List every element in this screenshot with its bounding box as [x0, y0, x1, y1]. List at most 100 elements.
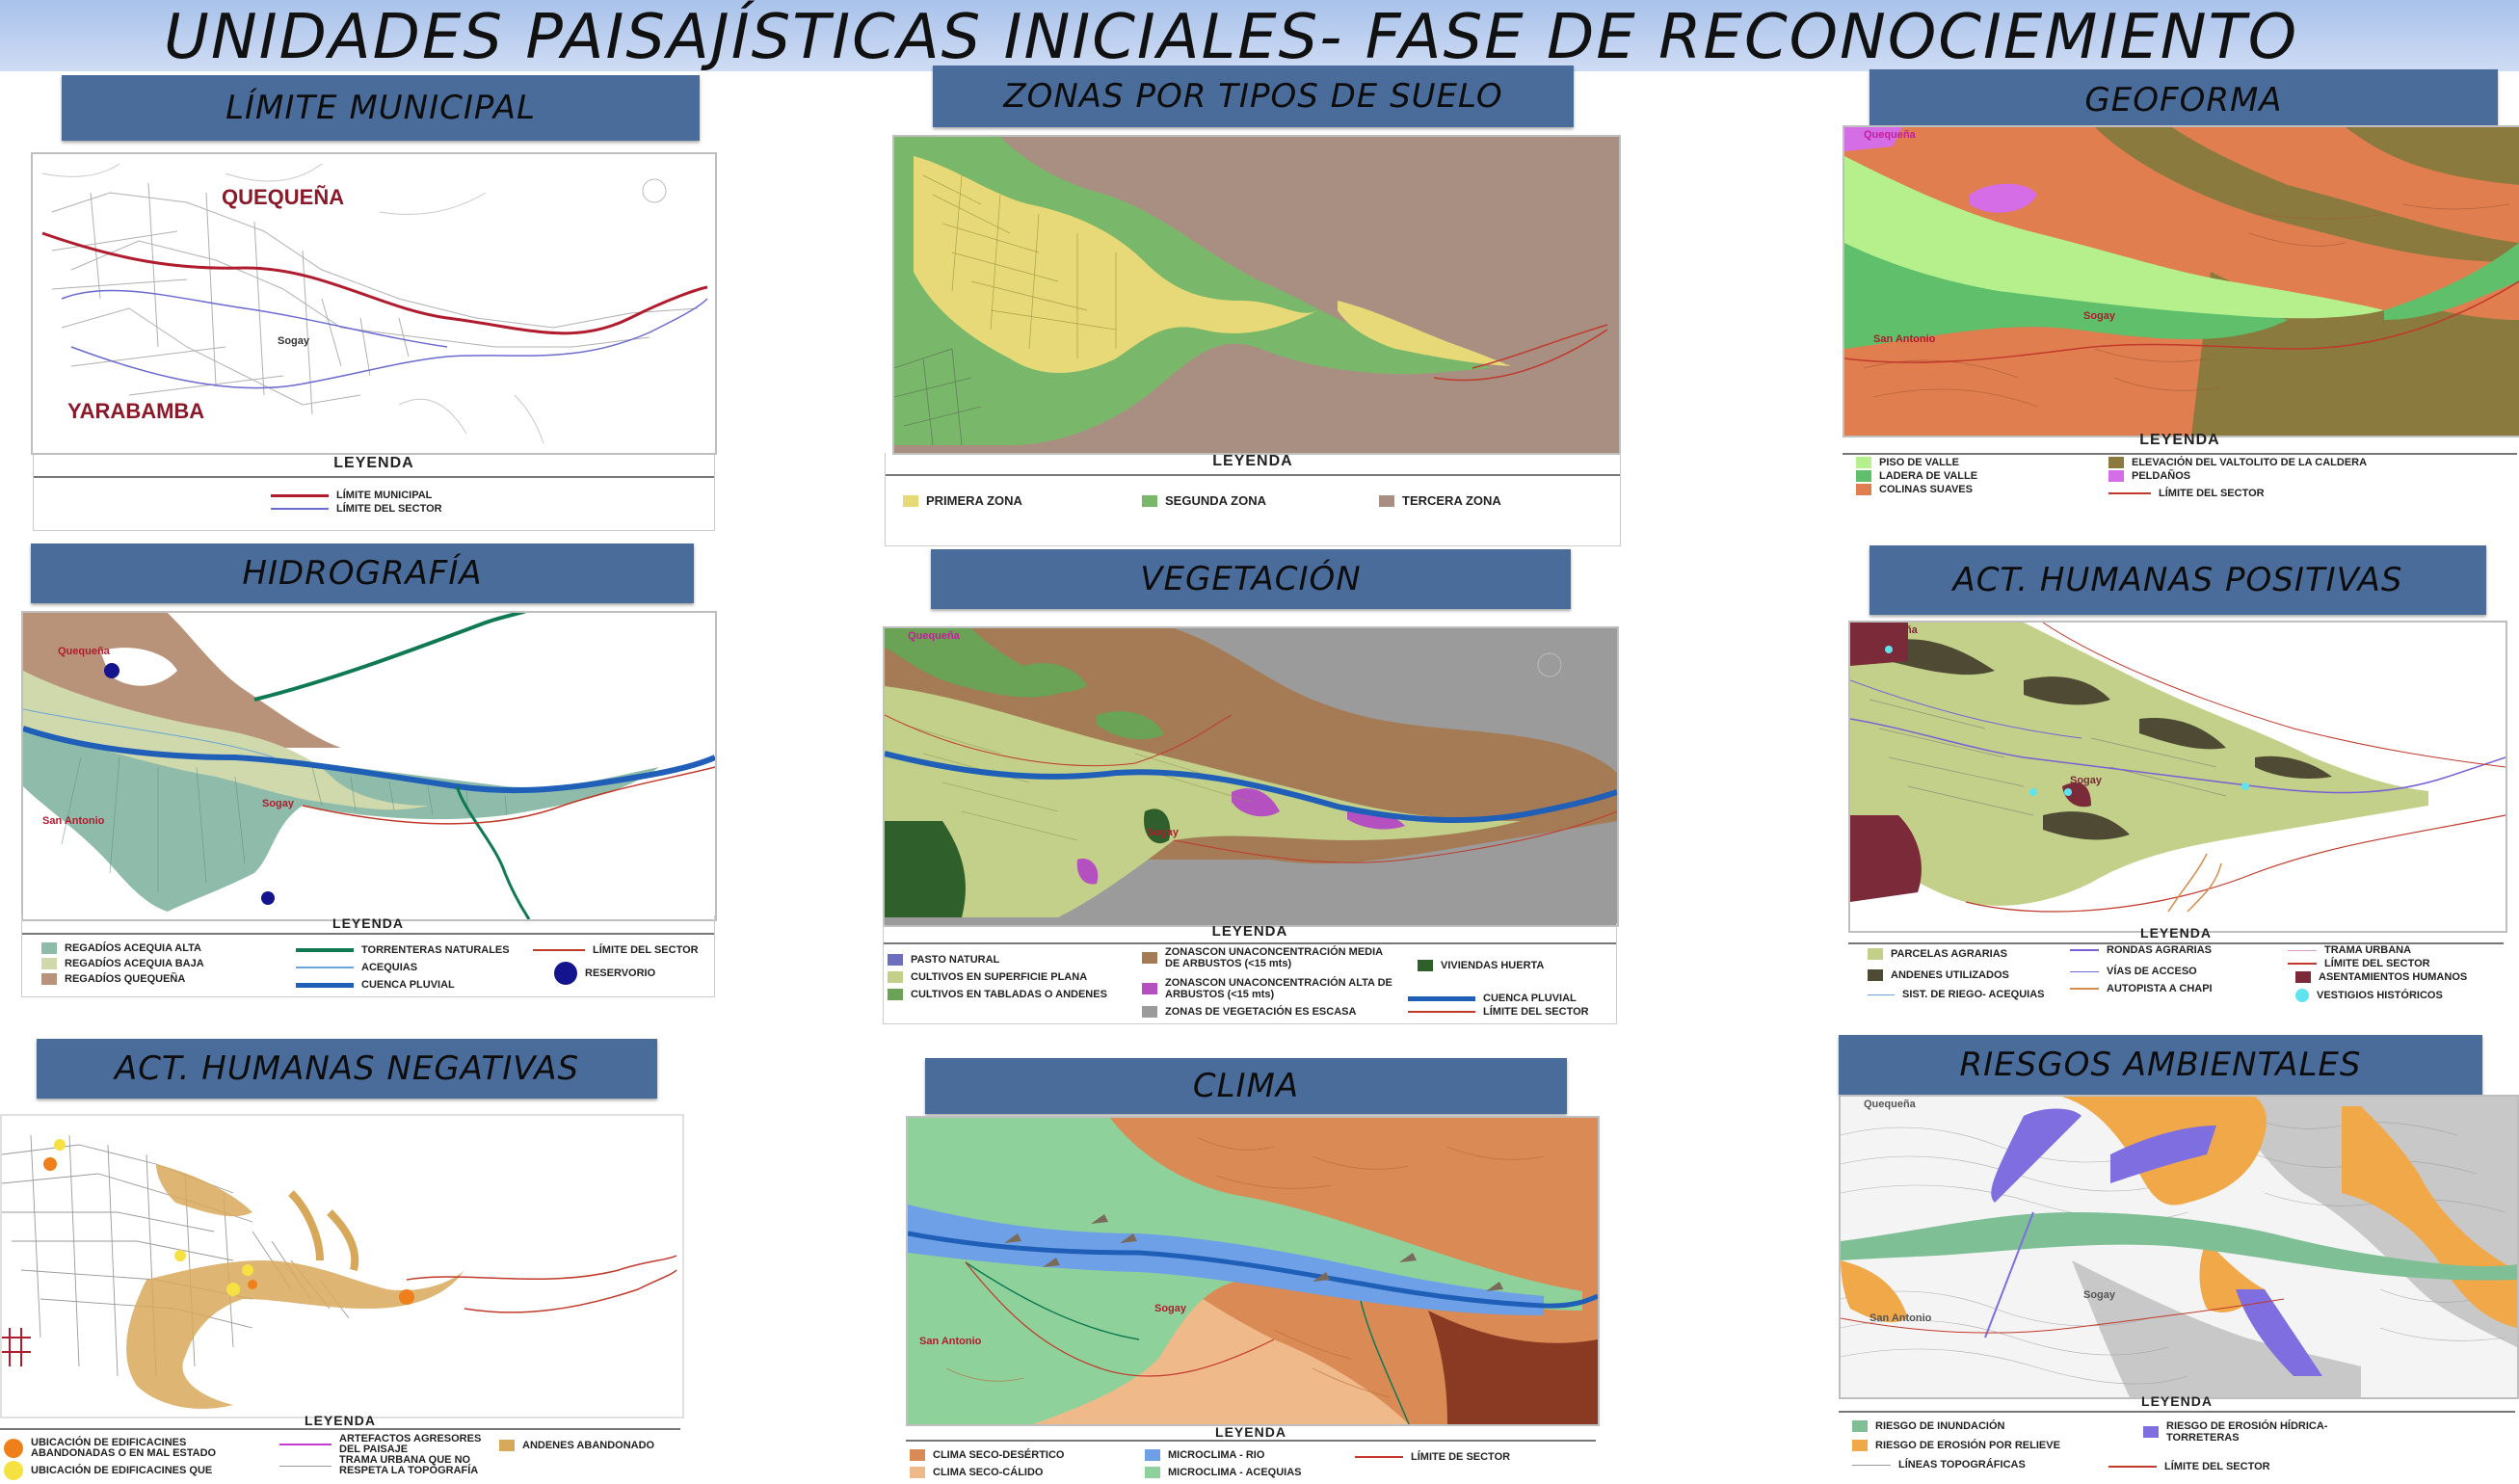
- place-label-quequena: Quequeña: [1864, 1099, 1916, 1110]
- place-label-sogay: Sogay: [278, 335, 310, 347]
- map-pos-svg: [1850, 623, 2506, 931]
- place-label-sogay: Sogay: [2083, 1289, 2116, 1301]
- legend-act-negativas: LEYENDA UBICACIÓN DE EDIFICACINES ABANDO…: [0, 1413, 680, 1484]
- legend-item-artefactos: ARTEFACTOS AGRESORES DEL PAISAJE: [279, 1434, 501, 1455]
- legend-item-asentamientos: ASENTAMIENTOS HUMANOS: [2295, 971, 2467, 983]
- map-hidro-svg: [23, 613, 715, 919]
- legend-item-arbustos-alta: ZONASCON UNACONCENTRACIÓN ALTA DE ARBUST…: [1142, 977, 1392, 1000]
- legend-item-riego: SIST. DE RIEGO- ACEQUIAS: [1868, 989, 2045, 1000]
- map-act-negativas: [0, 1114, 684, 1418]
- header-riesgos: RIESGOS AMBIENTALES: [1839, 1035, 2482, 1095]
- legend-item-limite-sector: LÍMITE DEL SECTOR: [2108, 488, 2265, 499]
- header-geoforma: GEOFORMA: [1869, 69, 2498, 131]
- legend-item-erosion-hidrica: RIESGO DE EROSIÓN HÍDRICA- TORRETERAS: [2143, 1420, 2336, 1444]
- legend-title: LEYENDA: [1848, 925, 2504, 944]
- place-label-sogay: Sogay: [1154, 1303, 1187, 1314]
- header-hidrografia: HIDROGRAFÍA: [31, 543, 694, 603]
- legend-item-edif-abandonadas: UBICACIÓN DE EDIFICACINES ABANDONADAS O …: [4, 1438, 264, 1459]
- place-label-quequena: Quequeña: [908, 630, 960, 642]
- legend-geoforma: LEYENDA PISO DE VALLE LADERA DE VALLE CO…: [1843, 432, 2517, 505]
- legend-item-acequia-baja: REGADÍOS ACEQUIA BAJA: [41, 958, 204, 969]
- header-act-positivas: ACT. HUMANAS POSITIVAS: [1869, 545, 2486, 615]
- legend-vegetacion: LEYENDA PASTO NATURAL CULTIVOS EN SUPERF…: [883, 923, 1617, 1024]
- place-label-sogay: Sogay: [1147, 827, 1180, 838]
- legend-item-tercera-zona: TERCERA ZONA: [1379, 493, 1501, 508]
- legend-item-vias: VÍAS DE ACCESO: [2070, 966, 2197, 977]
- legend-item-limite-sector: LÍMITE DEL SECTOR: [1408, 1006, 1589, 1018]
- legend-item-limite-sector: LÍMITE DEL SECTOR: [2108, 1461, 2270, 1472]
- legend-item-edif-que: UBICACIÓN DE EDIFICACINES QUE: [4, 1461, 212, 1480]
- place-label-sogay: Sogay: [262, 798, 295, 809]
- legend-item-pasto: PASTO NATURAL: [888, 954, 999, 966]
- legend-item-cultivos-andenes: CULTIVOS EN TABLADAS O ANDENES: [888, 989, 1109, 1000]
- legend-act-positivas: LEYENDA PARCELAS AGRARIAS ANDENES UTILIZ…: [1848, 925, 2504, 1008]
- map-riesgos-svg: [1841, 1097, 2517, 1397]
- legend-clima: LEYENDA CLIMA SECO-DESÉRTICO CLIMA SECO-…: [906, 1424, 1596, 1484]
- header-act-negativas: ACT. HUMANAS NEGATIVAS: [37, 1039, 657, 1099]
- page-title: UNIDADES PAISAJÍSTICAS INICIALES- FASE D…: [164, 2, 2299, 73]
- map-neg-svg: [2, 1116, 682, 1417]
- legend-item-micro-acequias: MICROCLIMA - ACEQUIAS: [1145, 1467, 1302, 1478]
- legend-item-arbustos-media: ZONASCON UNACONCENTRACIÓN MEDIA DE ARBUS…: [1142, 946, 1392, 969]
- legend-item-limite-municipal: LÍMITE MUNICIPAL: [271, 490, 432, 501]
- legend-item-torrenteras: TORRENTERAS NATURALES: [296, 944, 510, 956]
- place-label-san-antonio: San Antonio: [919, 1336, 982, 1347]
- legend-item-trama-urbana: TRAMA URBANA QUE NO RESPETA LA TOPOGRAFÍ…: [279, 1455, 501, 1476]
- legend-item-reservorio: RESERVORIO: [554, 962, 655, 985]
- legend-item-viviendas-huerta: VIVIENDAS HUERTA: [1418, 960, 1544, 971]
- legend-item-micro-rio: MICROCLIMA - RIO: [1145, 1449, 1264, 1461]
- map-hidrografia: Quequeña Sogay San Antonio: [21, 611, 717, 921]
- header-limite-municipal: LÍMITE MUNICIPAL: [62, 75, 700, 141]
- header-clima: CLIMA: [925, 1058, 1567, 1114]
- legend-title: LEYENDA: [1839, 1393, 2515, 1413]
- map-act-positivas: Quequeña Sogay: [1848, 621, 2507, 933]
- legend-item-ladera-valle: LADERA DE VALLE: [1856, 470, 1977, 482]
- main-title-bar: UNIDADES PAISAJÍSTICAS INICIALES- FASE D…: [0, 0, 2519, 73]
- place-label-sogay: Sogay: [2083, 310, 2116, 322]
- legend-item-andenes: ANDENES UTILIZADOS: [1868, 969, 2009, 981]
- legend-item-quequena: REGADÍOS QUEQUEÑA: [41, 973, 185, 985]
- legend-item-elevacion-caldera: ELEVACIÓN DEL VALTOLITO DE LA CALDERA: [2108, 457, 2367, 468]
- legend-item-cuenca-pluvial: CUENCA PLUVIAL: [296, 979, 455, 991]
- legend-hidrografia: LEYENDA REGADÍOS ACEQUIA ALTA REGADÍOS A…: [21, 915, 715, 997]
- place-label-sogay: Sogay: [2070, 775, 2103, 786]
- header-vegetacion: VEGETACIÓN: [931, 549, 1571, 609]
- legend-item-acequias: ACEQUIAS: [296, 962, 417, 973]
- map-clima: Sogay San Antonio: [906, 1116, 1600, 1426]
- legend-item-vegetacion-escasa: ZONAS DE VEGETACIÓN ES ESCASA: [1142, 1006, 1356, 1018]
- legend-item-piso-valle: PISO DE VALLE: [1856, 457, 1959, 468]
- legend-item-colinas-suaves: COLINAS SUAVES: [1856, 484, 1973, 495]
- legend-title: LEYENDA: [0, 1413, 680, 1430]
- map-clima-svg: [908, 1118, 1598, 1424]
- legend-limite: LEYENDA LÍMITE MUNICIPAL LÍMITE DEL SECT…: [33, 455, 715, 531]
- map-zonas-suelo: [892, 135, 1621, 455]
- place-label-quequena: Quequeña: [58, 646, 110, 657]
- place-label-quequena: Quequeña: [1866, 624, 1918, 636]
- map-limite-svg: [41, 163, 708, 444]
- legend-title: LEYENDA: [34, 455, 714, 478]
- legend-item-parcelas: PARCELAS AGRARIAS: [1868, 948, 2007, 960]
- legend-item-trama-urbana: TRAMA URBANA: [2288, 944, 2411, 956]
- legend-item-limite-sector: LÍMITE DEL SECTOR: [2288, 958, 2430, 969]
- legend-item-seco-desertico: CLIMA SECO-DESÉRTICO: [910, 1449, 1065, 1461]
- legend-item-primera-zona: PRIMERA ZONA: [903, 493, 1022, 508]
- legend-item-autopista: AUTOPISTA A CHAPI: [2070, 983, 2213, 994]
- legend-item-seco-calido: CLIMA SECO-CÁLIDO: [910, 1467, 1043, 1478]
- place-label-yarabamba: YARABAMBA: [67, 399, 205, 423]
- place-label-san-antonio: San Antonio: [42, 815, 105, 827]
- legend-item-erosion-relieve: RIESGO DE EROSIÓN POR RELIEVE: [1852, 1440, 2060, 1451]
- legend-item-segunda-zona: SEGUNDA ZONA: [1142, 493, 1266, 508]
- map-limite-municipal: QUEQUEÑA Sogay YARABAMBA: [31, 152, 717, 455]
- place-label-san-antonio: San Antonio: [1869, 1312, 1932, 1324]
- legend-title: LEYENDA: [886, 453, 1620, 476]
- legend-item-andenes-abandonado: ANDENES ABANDONADO: [499, 1440, 654, 1451]
- header-zonas-suelo: ZONAS POR TIPOS DE SUELO: [933, 66, 1574, 127]
- legend-item-vestigios: VESTIGIOS HISTÓRICOS: [2295, 989, 2443, 1002]
- legend-item-cuenca-pluvial: CUENCA PLUVIAL: [1408, 993, 1577, 1004]
- legend-title: LEYENDA: [22, 915, 714, 935]
- legend-item-limite-sector: LÍMITE DE SECTOR: [1355, 1451, 1510, 1463]
- legend-zonas-suelo: LEYENDA PRIMERA ZONA SEGUNDA ZONA TERCER…: [885, 453, 1621, 546]
- map-veg-svg: [885, 628, 1617, 925]
- place-label-quequena: QUEQUEÑA: [222, 185, 345, 209]
- legend-item-peldanos: PELDAÑOS: [2108, 470, 2190, 482]
